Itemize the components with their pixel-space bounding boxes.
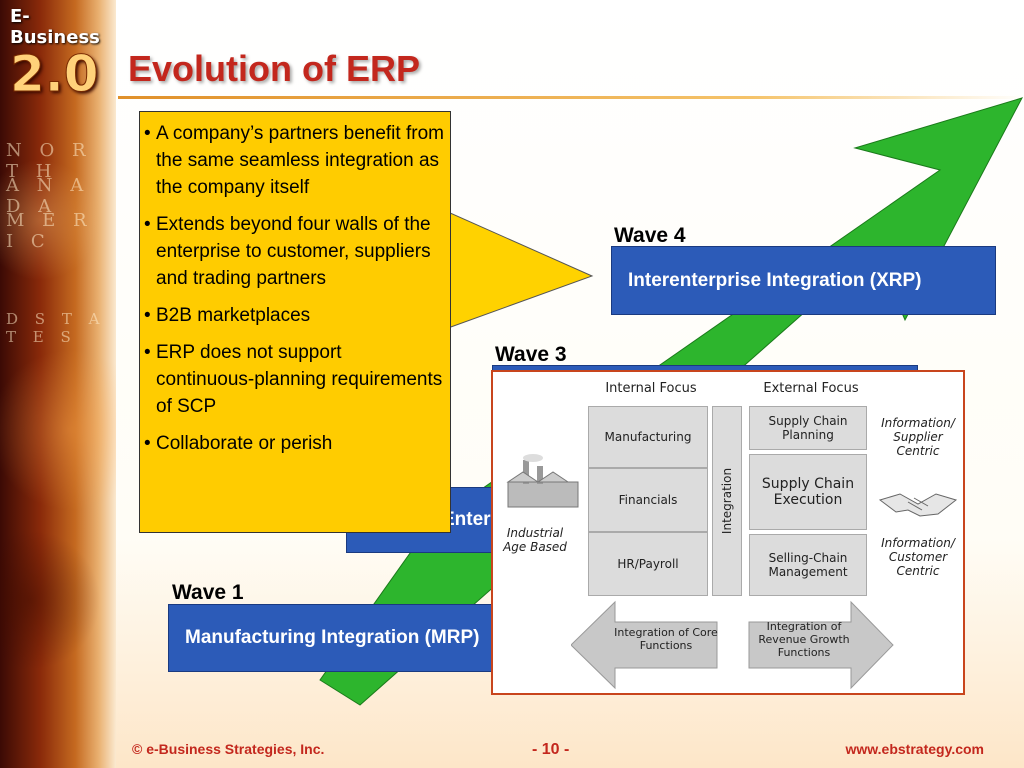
- wave1-box: Manufacturing Integration (MRP): [168, 604, 498, 672]
- industrial-age-label: Industrial Age Based: [503, 526, 567, 554]
- decorative-side-strip: N O R T H A N A D A M E R I C D S T A T …: [0, 0, 116, 768]
- customer-centric-label: Information/ Customer Centric: [881, 536, 955, 578]
- wave3-label: Wave 3: [495, 343, 567, 366]
- handshake-icon: [878, 493, 958, 517]
- internal-focus-label: Internal Focus: [605, 381, 697, 396]
- erp-focus-diagram: Internal Focus External Focus Manufactur…: [491, 370, 965, 695]
- side-strip-word: M E R I C: [6, 210, 93, 252]
- bullet-list: A company’s partners benefit from the sa…: [144, 120, 444, 457]
- bullet-item: Extends beyond four walls of the enterpr…: [144, 211, 444, 292]
- logo-line2: 2.0: [10, 45, 100, 103]
- footer-url[interactable]: www.ebstrategy.com: [845, 741, 984, 757]
- integration-column: Integration: [712, 406, 742, 596]
- external-item: Selling-Chain Management: [749, 534, 867, 596]
- internal-item: Financials: [588, 468, 708, 532]
- footer-copyright: © e-Business Strategies, Inc.: [132, 741, 325, 757]
- bullet-box: A company’s partners benefit from the sa…: [139, 111, 451, 533]
- core-functions-label: Integration of Core Functions: [614, 626, 718, 652]
- factory-icon: [506, 454, 579, 508]
- bullet-item: A company’s partners benefit from the sa…: [144, 120, 444, 201]
- external-item: Supply Chain Execution: [749, 454, 867, 530]
- integration-label: Integration: [720, 467, 734, 535]
- yellow-arrow: [447, 211, 594, 329]
- internal-item: HR/Payroll: [588, 532, 708, 596]
- wave1-label: Wave 1: [172, 581, 244, 604]
- side-strip-word: N O R T H: [6, 140, 92, 182]
- left-arrow-shape: [571, 600, 718, 690]
- bullet-item: ERP does not support continuous-planning…: [144, 339, 444, 420]
- revenue-growth-label: Integration of Revenue Growth Functions: [758, 620, 850, 659]
- side-strip-texture: [0, 0, 116, 768]
- external-focus-label: External Focus: [763, 381, 859, 396]
- footer-page-number: - 10 -: [532, 741, 570, 758]
- page-title: Evolution of ERP: [128, 48, 420, 89]
- title-divider: [118, 96, 1024, 99]
- external-item: Supply Chain Planning: [749, 406, 867, 450]
- side-strip-word: A N A D A: [6, 175, 90, 217]
- right-arrow-shape: [748, 600, 894, 690]
- internal-item: Manufacturing: [588, 406, 708, 468]
- bullet-item: Collaborate or perish: [144, 430, 444, 457]
- bullet-item: B2B marketplaces: [144, 302, 444, 329]
- wave4-label: Wave 4: [614, 224, 686, 247]
- wave4-box: Interenterprise Integration (XRP): [611, 246, 996, 315]
- side-strip-word: D S T A T E S: [6, 310, 106, 346]
- ebusiness-logo: E-Business 2.0: [4, 6, 110, 103]
- logo-line1: E-Business: [10, 6, 100, 48]
- supplier-centric-label: Information/ Supplier Centric: [881, 416, 955, 458]
